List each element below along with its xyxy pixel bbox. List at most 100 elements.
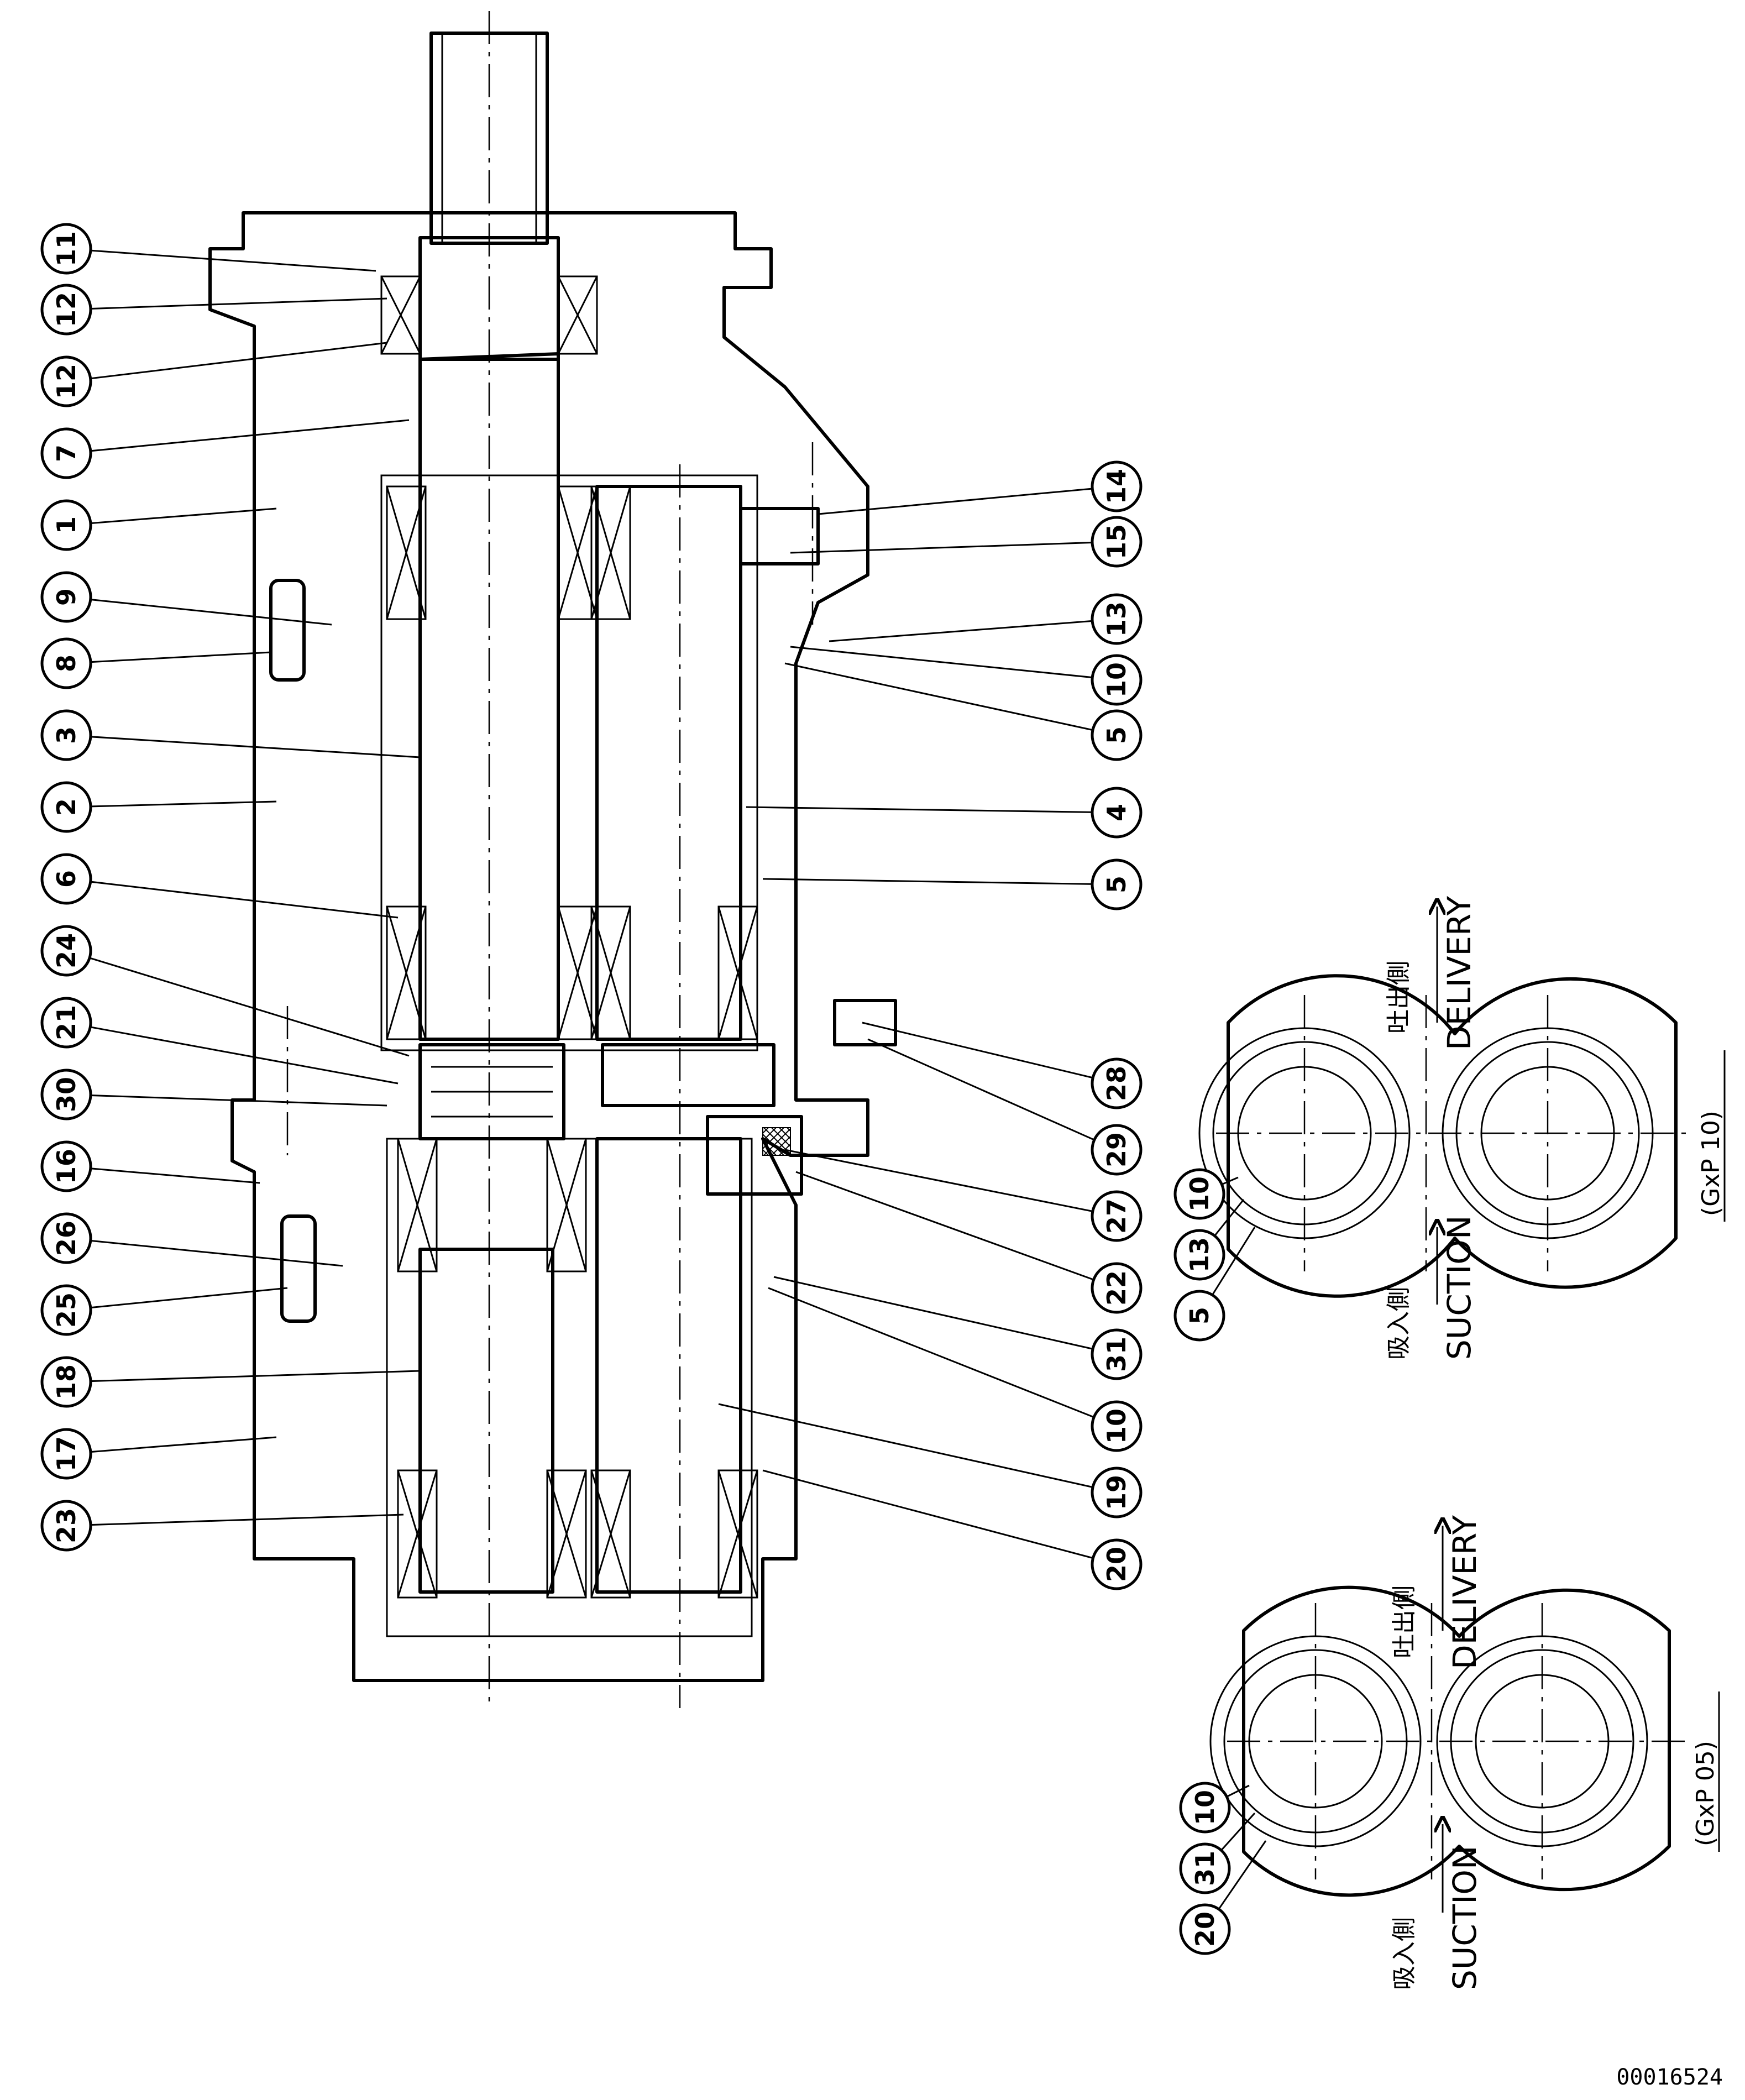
svg-text:28: 28 <box>1102 1066 1131 1101</box>
balloon-left-21: 21 <box>40 997 92 1049</box>
gxp05-balloon-31: 31 <box>1179 1842 1231 1894</box>
balloon-right-5: 5 <box>1091 858 1143 910</box>
gxp05-delivery-jp: 吐出側 <box>1390 1585 1418 1658</box>
bolt-28 <box>833 999 897 1046</box>
balloon-left-26: 26 <box>40 1212 92 1264</box>
svg-text:10: 10 <box>1185 1176 1214 1212</box>
svg-text:30: 30 <box>51 1077 81 1112</box>
balloon-left-23: 23 <box>40 1500 92 1552</box>
balloon-right-20: 20 <box>1091 1538 1143 1590</box>
svg-text:17: 17 <box>51 1436 81 1471</box>
coupling <box>418 1043 565 1140</box>
balloon-left-9: 9 <box>40 571 92 623</box>
connection-passage <box>601 1043 775 1107</box>
svg-text:12: 12 <box>51 364 81 399</box>
svg-text:13: 13 <box>1185 1237 1214 1272</box>
svg-text:15: 15 <box>1102 524 1131 559</box>
balloon-right-29: 29 <box>1091 1124 1143 1176</box>
balloon-left-11: 11 <box>40 223 92 275</box>
gxp05-balloon-20: 20 <box>1179 1903 1231 1955</box>
svg-text:23: 23 <box>51 1508 81 1543</box>
gxp10-delivery: DELIVERY <box>1440 895 1478 1050</box>
svg-text:19: 19 <box>1102 1475 1131 1510</box>
rear-bushings <box>397 1138 758 1599</box>
svg-text:2: 2 <box>51 798 81 816</box>
svg-text:3: 3 <box>51 726 81 744</box>
svg-text:21: 21 <box>51 1005 81 1040</box>
svg-text:31: 31 <box>1102 1337 1131 1372</box>
svg-text:8: 8 <box>51 654 81 672</box>
balloon-left-1: 1 <box>40 499 92 551</box>
svg-text:6: 6 <box>51 870 81 888</box>
front-bushings <box>386 485 758 1040</box>
balloon-right-5: 5 <box>1091 709 1143 761</box>
balloon-left-24: 24 <box>40 925 92 977</box>
section-view-gxp05 <box>1209 1526 1686 1913</box>
balloon-right-28: 28 <box>1091 1057 1143 1109</box>
balloon-right-31: 31 <box>1091 1328 1143 1380</box>
gxp05-balloon-10: 10 <box>1179 1782 1231 1834</box>
housing-front <box>208 211 869 1682</box>
balloon-left-2: 2 <box>40 781 92 833</box>
gxp05-caption: (GxP 05) <box>1691 1741 1720 1846</box>
gxp05-delivery: DELIVERY <box>1446 1515 1484 1669</box>
svg-text:5: 5 <box>1185 1307 1214 1324</box>
svg-text:13: 13 <box>1102 601 1131 637</box>
plug-27 <box>706 1115 803 1196</box>
svg-text:14: 14 <box>1102 469 1131 504</box>
gxp10-suction: SUCTION <box>1440 1216 1478 1360</box>
svg-text:31: 31 <box>1190 1851 1220 1886</box>
svg-text:25: 25 <box>51 1292 81 1328</box>
oil-seal <box>380 275 598 355</box>
svg-text:9: 9 <box>51 588 81 606</box>
gxp10-balloon-5: 5 <box>1173 1290 1225 1342</box>
svg-text:11: 11 <box>51 231 81 266</box>
balloon-left-6: 6 <box>40 853 92 905</box>
svg-text:20: 20 <box>1102 1547 1131 1582</box>
balloon-left-18: 18 <box>40 1356 92 1408</box>
svg-text:22: 22 <box>1102 1270 1131 1306</box>
document-number: 00016524 <box>1616 2065 1723 2090</box>
balloon-left-16: 16 <box>40 1140 92 1192</box>
balloon-left-8: 8 <box>40 637 92 689</box>
drive-gear-rear <box>418 1248 554 1594</box>
svg-text:20: 20 <box>1190 1912 1220 1947</box>
svg-text:10: 10 <box>1190 1790 1220 1825</box>
svg-text:24: 24 <box>51 933 81 968</box>
section-gxp05-labels: 吐出側 DELIVERY 吸入側 SUCTION (GxP 05) <box>1390 1515 1720 1990</box>
svg-text:10: 10 <box>1102 662 1131 698</box>
balloon-right-19: 19 <box>1091 1467 1143 1518</box>
balloon-right-27: 27 <box>1091 1190 1143 1242</box>
balloon-right-22: 22 <box>1091 1262 1143 1314</box>
dowel-pin-25 <box>280 1214 317 1323</box>
right-balloons: 14 15 13 10 5 4 5 28 29 27 22 31 10 19 20 <box>718 460 1143 1590</box>
gxp10-balloon-13: 13 <box>1173 1229 1225 1281</box>
balloon-left-30: 30 <box>40 1069 92 1120</box>
balloon-left-12: 12 <box>40 355 92 407</box>
section-gxp10-labels: 吐出側 DELIVERY 吸入側 SUCTION (GxP 10) <box>1385 895 1726 1360</box>
gxp10-balloon-10: 10 <box>1173 1168 1225 1220</box>
balloon-left-17: 17 <box>40 1428 92 1480</box>
driven-gear-rear <box>595 1137 742 1594</box>
svg-text:29: 29 <box>1102 1132 1131 1167</box>
section-view-gxp10 <box>1198 907 1691 1305</box>
balloon-right-15: 15 <box>1091 516 1143 568</box>
svg-text:26: 26 <box>51 1221 81 1256</box>
gxp05-suction: SUCTION <box>1446 1846 1484 1990</box>
svg-text:12: 12 <box>51 292 81 327</box>
svg-text:5: 5 <box>1102 876 1131 893</box>
gxp10-balloons: 5 13 10 <box>1173 1168 1256 1342</box>
svg-text:4: 4 <box>1102 804 1131 821</box>
balloon-left-25: 25 <box>40 1284 92 1336</box>
balloon-left-3: 3 <box>40 709 92 761</box>
svg-text:27: 27 <box>1102 1198 1131 1234</box>
svg-text:18: 18 <box>51 1364 81 1400</box>
balloon-left-12: 12 <box>40 284 92 336</box>
balloon-right-13: 13 <box>1091 593 1143 645</box>
front-pump-cavity <box>380 474 758 1051</box>
balloon-right-14: 14 <box>1091 460 1143 512</box>
balloon-left-7: 7 <box>40 427 92 479</box>
svg-text:10: 10 <box>1102 1408 1131 1444</box>
